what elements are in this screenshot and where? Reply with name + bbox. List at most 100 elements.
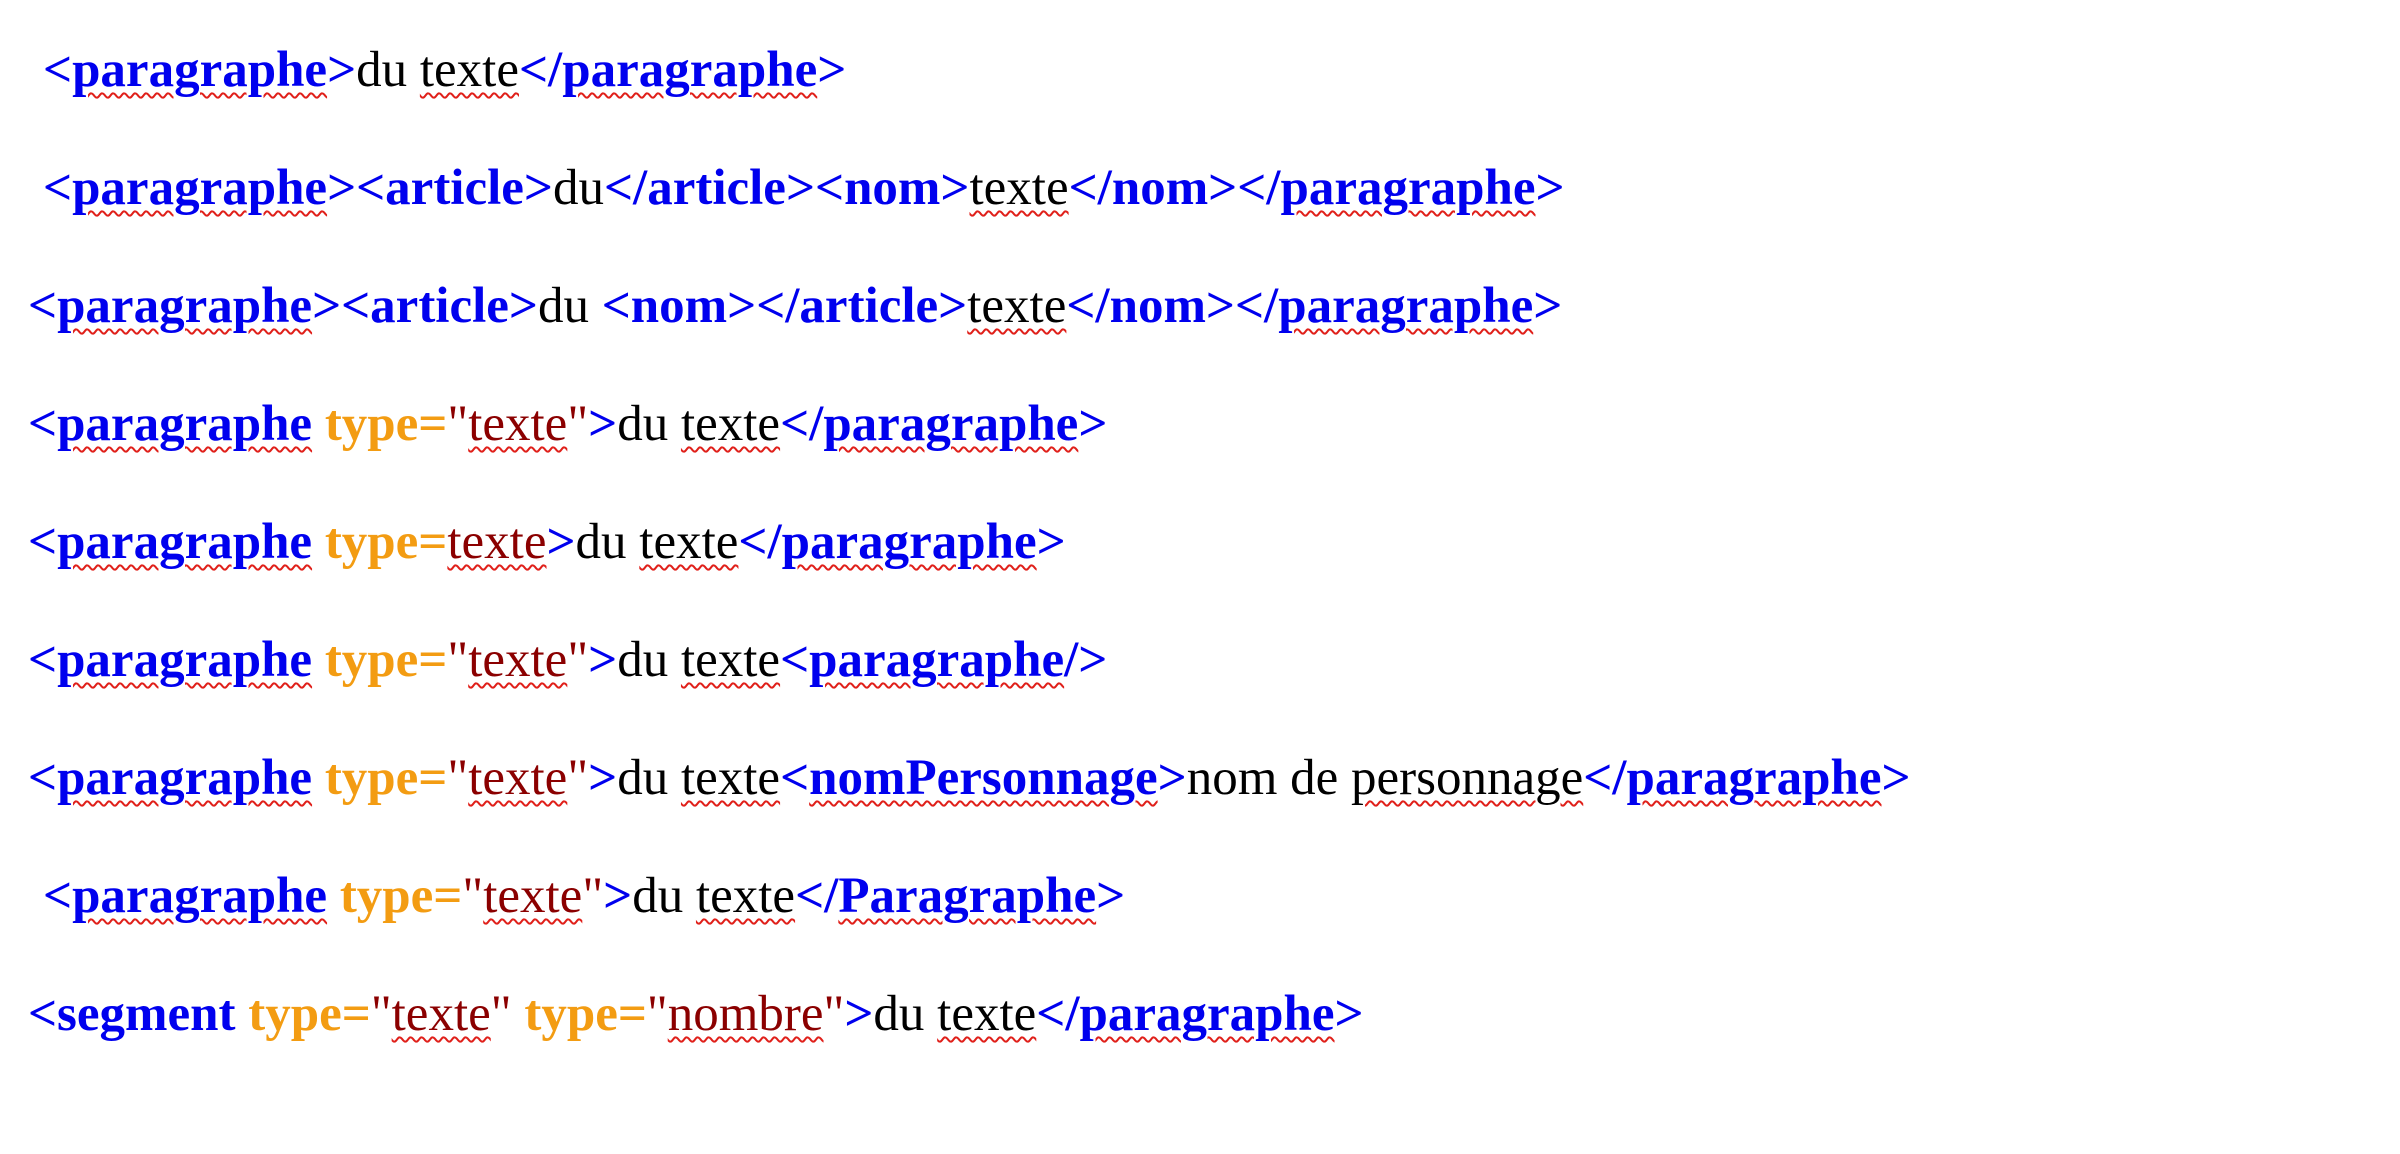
text-content: texte — [695, 868, 796, 924]
xml-tag: </ — [795, 868, 839, 924]
text-content: personnage — [1351, 750, 1584, 806]
xml-tag: > — [1036, 514, 1066, 570]
xml-attribute: type= — [324, 750, 448, 806]
xml-tag: </ — [780, 396, 824, 452]
code-line-9: <segment type="texte" type="nombre">du t… — [28, 984, 1364, 1044]
code-line-6: <paragraphe type="texte">du texte<paragr… — [28, 630, 1107, 690]
xml-tag: ><article> — [327, 160, 553, 216]
xml-attribute-value: texte — [447, 514, 547, 570]
text-content: du — [873, 986, 938, 1042]
xml-tag: </nom></ — [1068, 160, 1281, 216]
xml-tag: nomPersonnage — [809, 750, 1158, 806]
xml-attribute-value: " — [567, 396, 589, 452]
xml-tag: paragraphe — [57, 632, 313, 688]
xml-attribute-value: " — [490, 986, 525, 1042]
text-content: du — [552, 160, 604, 216]
xml-tag: paragraphe — [1626, 750, 1882, 806]
xml-tag: > — [1535, 160, 1565, 216]
xml-attribute: type= — [248, 986, 371, 1042]
xml-attribute-value: " — [447, 750, 469, 806]
text-content: du — [617, 396, 681, 452]
xml-attribute-value: nombre — [667, 986, 824, 1042]
xml-tag: < — [780, 632, 810, 688]
xml-attribute-value: " — [370, 986, 392, 1042]
text-content: texte — [680, 750, 781, 806]
xml-tag: < — [43, 868, 73, 924]
xml-attribute-value: " — [462, 868, 484, 924]
xml-tag: paragraphe — [57, 514, 313, 570]
xml-tag: > — [1533, 278, 1563, 334]
xml-tag: </nom></ — [1066, 278, 1279, 334]
xml-tag: > — [817, 42, 847, 98]
text-content: du — [617, 632, 681, 688]
xml-attribute-value: " — [447, 632, 469, 688]
xml-tag: > — [603, 868, 633, 924]
xml-tag — [327, 868, 340, 924]
xml-tag: > — [588, 632, 618, 688]
xml-tag: > — [1078, 396, 1108, 452]
xml-attribute-value: " — [567, 750, 589, 806]
xml-tag: > — [1334, 986, 1364, 1042]
code-line-8: <paragraphe type="texte">du texte</Parag… — [43, 866, 1125, 926]
xml-tag: paragraphe — [809, 632, 1065, 688]
xml-tag: > — [327, 42, 357, 98]
xml-attribute: type= — [324, 396, 448, 452]
text-content: du — [632, 868, 696, 924]
text-content: du — [537, 278, 602, 334]
xml-attribute: type= — [324, 514, 448, 570]
text-content: texte — [639, 514, 739, 570]
xml-tag: paragraphe — [72, 160, 328, 216]
xml-tag: paragraphe — [57, 396, 313, 452]
xml-tag — [312, 396, 325, 452]
xml-tag: </ — [1583, 750, 1627, 806]
code-line-2: <paragraphe><article>du</article><nom>te… — [43, 158, 1565, 218]
xml-tag: < — [28, 632, 58, 688]
xml-tag — [312, 632, 325, 688]
text-content: nom de — [1186, 750, 1351, 806]
xml-attribute: type= — [324, 632, 448, 688]
xml-tag: > — [1881, 750, 1911, 806]
text-content: du — [356, 42, 420, 98]
xml-tag: paragraphe — [1280, 160, 1536, 216]
xml-tag: paragraphe — [1278, 278, 1534, 334]
xml-tag: paragraphe — [72, 868, 328, 924]
xml-tag: Paragraphe — [838, 868, 1097, 924]
code-line-5: <paragraphe type=texte>du texte</paragra… — [28, 512, 1066, 572]
xml-tag: <segment — [28, 986, 249, 1042]
text-content: du — [575, 514, 640, 570]
xml-tag: > — [844, 986, 874, 1042]
xml-tag: < — [43, 42, 73, 98]
text-content: texte — [419, 42, 519, 98]
xml-tag: > — [588, 750, 618, 806]
code-line-1: <paragraphe>du texte</paragraphe> — [43, 40, 846, 100]
xml-tag: </article><nom> — [603, 160, 970, 216]
code-line-3: <paragraphe><article>du <nom></article>t… — [28, 276, 1562, 336]
text-content: texte — [967, 278, 1067, 334]
code-line-7: <paragraphe type="texte">du texte<nomPer… — [28, 748, 1911, 808]
xml-attribute-value: " — [447, 396, 469, 452]
xml-tag: < — [28, 750, 58, 806]
xml-attribute-value: texte — [468, 750, 568, 806]
xml-tag: </ — [738, 514, 782, 570]
text-content: texte — [937, 986, 1037, 1042]
xml-tag — [312, 514, 325, 570]
xml-tag: < — [43, 160, 73, 216]
xml-attribute: type= — [339, 868, 463, 924]
xml-tag: ><article> — [312, 278, 538, 334]
xml-tag: </ — [519, 42, 563, 98]
xml-attribute-value: texte — [468, 632, 568, 688]
xml-attribute-value: " — [567, 632, 589, 688]
xml-attribute-value: texte — [468, 396, 568, 452]
text-content: du — [617, 750, 681, 806]
text-content: texte — [680, 632, 781, 688]
xml-tag: < — [28, 514, 58, 570]
xml-attribute-value: " — [582, 868, 604, 924]
xml-attribute-value: texte — [391, 986, 491, 1042]
xml-attribute-value: " — [823, 986, 845, 1042]
xml-tag: paragraphe — [562, 42, 818, 98]
xml-tag: <nom></article> — [601, 278, 968, 334]
xml-tag: < — [28, 396, 58, 452]
xml-tag: </ — [1036, 986, 1080, 1042]
xml-tag: paragraphe — [57, 750, 313, 806]
